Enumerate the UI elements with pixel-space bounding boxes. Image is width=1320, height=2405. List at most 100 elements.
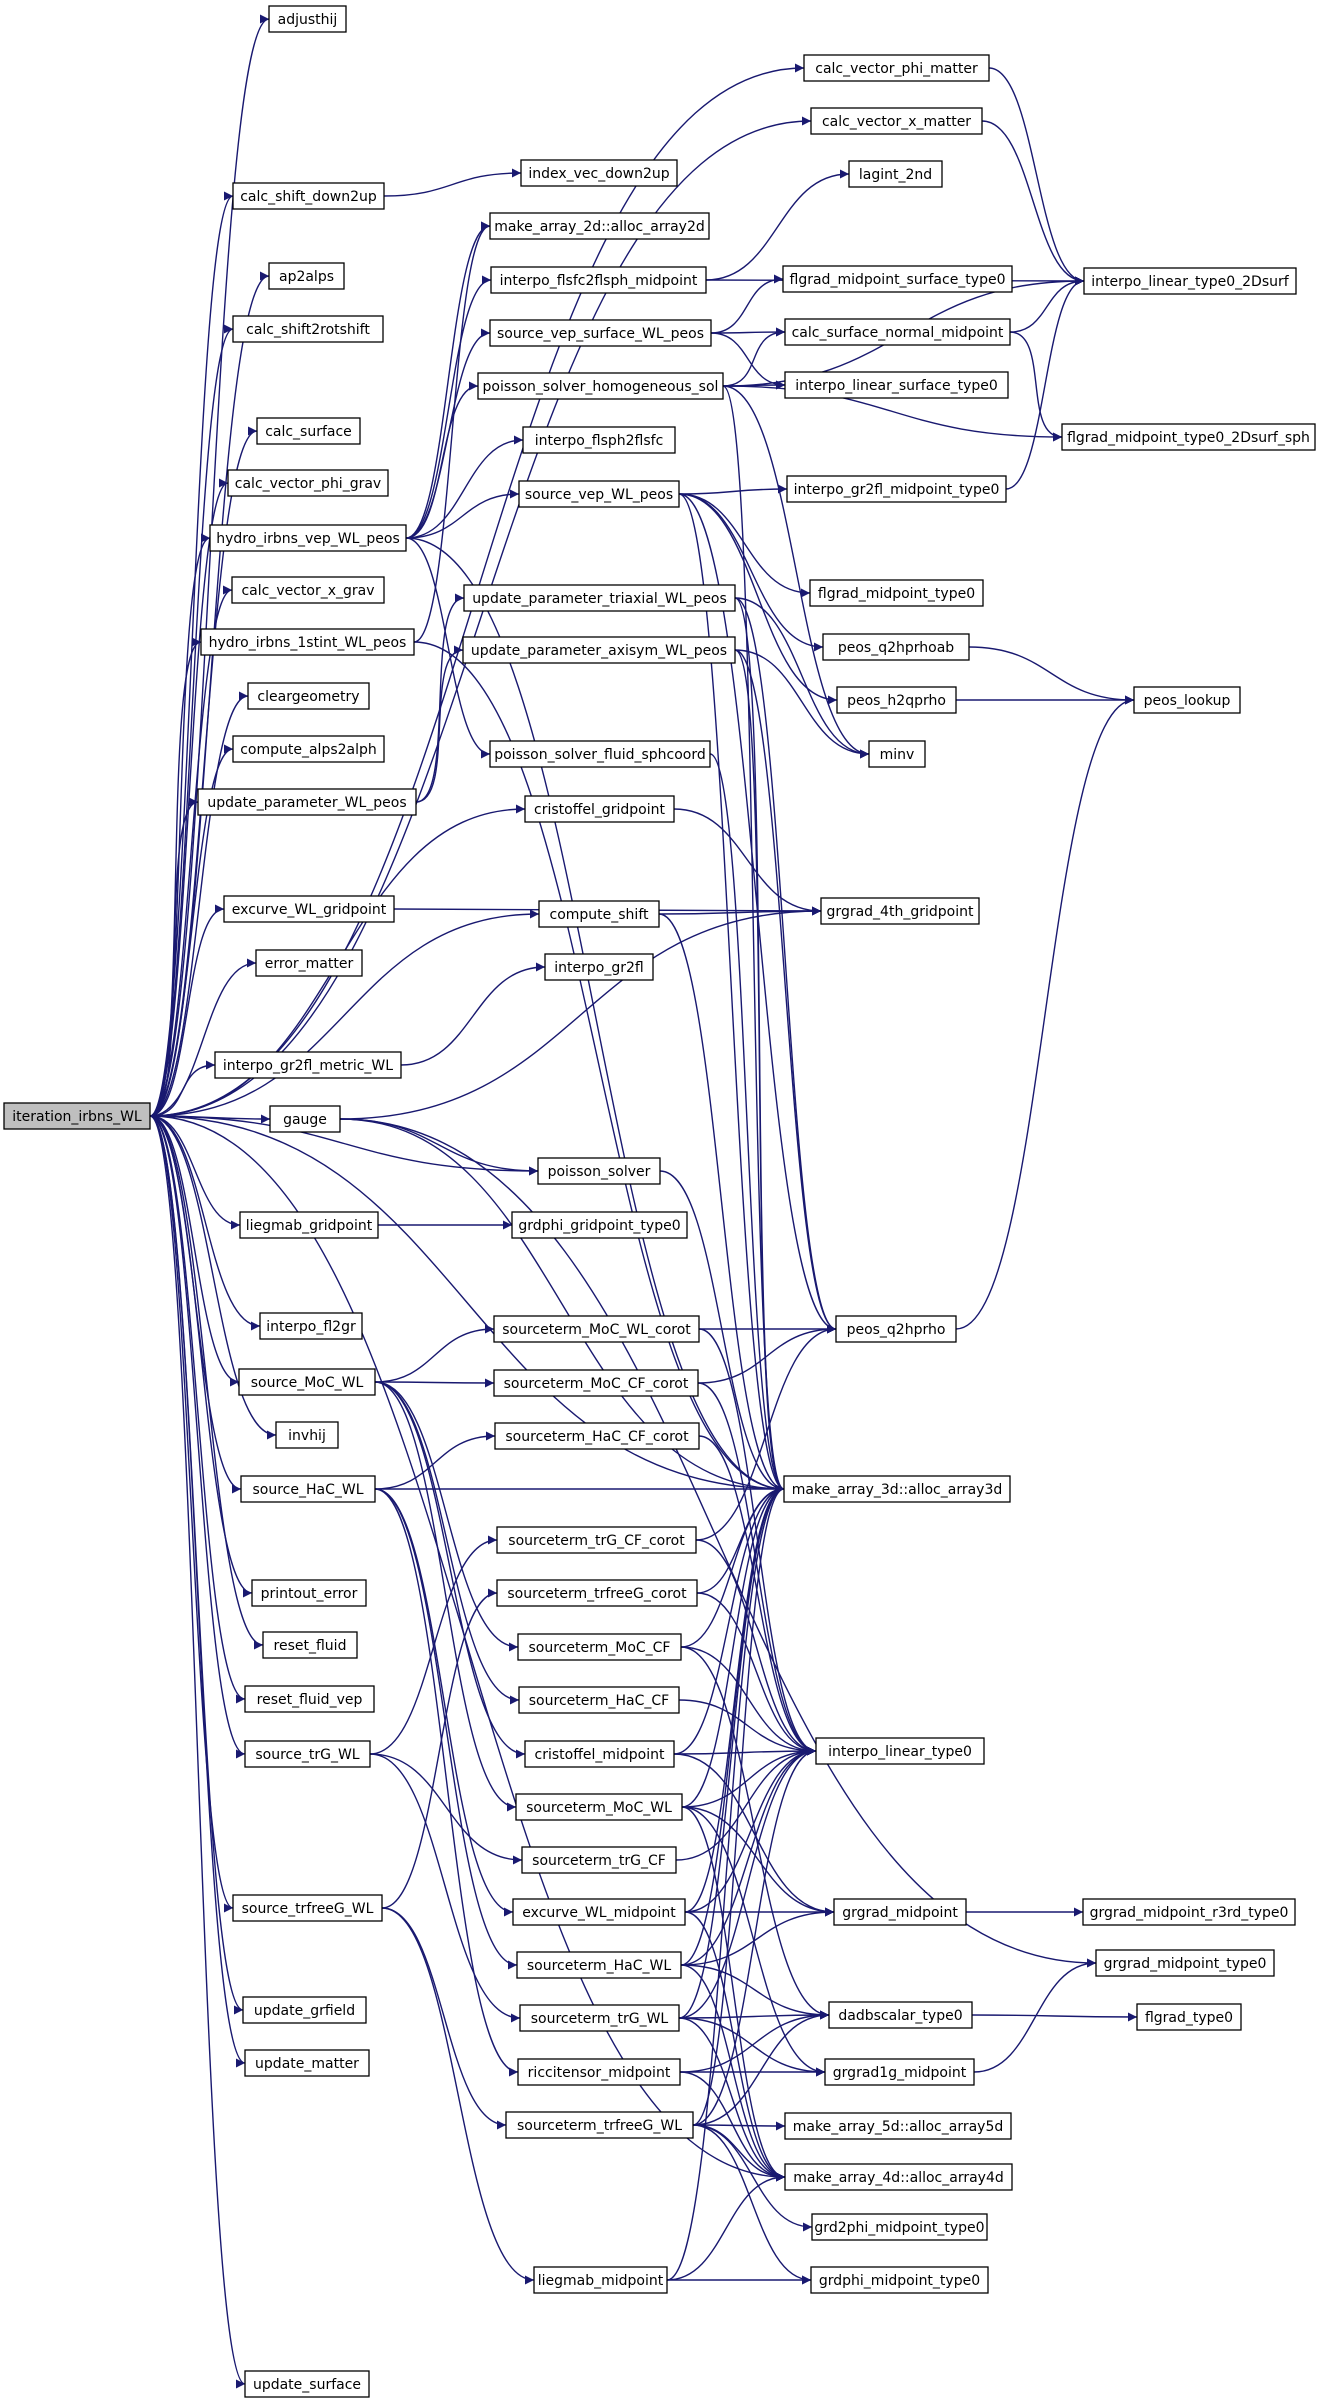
node-interpo-gr2fl-midpoint-type0[interactable]: interpo_gr2fl_midpoint_type0 xyxy=(786,475,1007,503)
node-sourceterm-moc-wl-corot[interactable]: sourceterm_MoC_WL_corot xyxy=(493,1315,700,1343)
node-peos-q2hprho[interactable]: peos_q2hprho xyxy=(835,1315,957,1343)
node-calc-vector-x-matter[interactable]: calc_vector_x_matter xyxy=(810,107,983,135)
node-sourceterm-hac-cf-corot[interactable]: sourceterm_HaC_CF_corot xyxy=(494,1422,700,1450)
node-calc-shift-down2up[interactable]: calc_shift_down2up xyxy=(232,182,385,210)
node-compute-alps2alph[interactable]: compute_alps2alph xyxy=(232,735,385,763)
node-reset-fluid-vep[interactable]: reset_fluid_vep xyxy=(244,1685,375,1713)
node-interpo-gr2fl-metric-wl[interactable]: interpo_gr2fl_metric_WL xyxy=(214,1051,402,1079)
node-ap2alps[interactable]: ap2alps xyxy=(268,262,345,290)
node-index-vec-down2up[interactable]: index_vec_down2up xyxy=(520,159,678,187)
node-poisson-solver-homogeneous-sol[interactable]: poisson_solver_homogeneous_sol xyxy=(477,372,724,400)
node-cleargeometry[interactable]: cleargeometry xyxy=(247,682,370,710)
edge-peos_q2hprhoab-to-peos_lookup xyxy=(968,646,1135,705)
edge-sourceterm_HaC_CF_corot-to-interpo_linear_type0 xyxy=(698,1435,817,1756)
node-gauge[interactable]: gauge xyxy=(269,1105,341,1133)
node-update-grfield[interactable]: update_grfield xyxy=(242,1996,367,2024)
node-calc-surface-normal-midpoint[interactable]: calc_surface_normal_midpoint xyxy=(784,318,1011,346)
node-update-matter[interactable]: update_matter xyxy=(244,2049,370,2077)
node-reset-fluid[interactable]: reset_fluid xyxy=(262,1631,358,1659)
node-sourceterm-moc-cf-corot[interactable]: sourceterm_MoC_CF_corot xyxy=(493,1369,699,1397)
node-cristoffel-midpoint[interactable]: cristoffel_midpoint xyxy=(524,1740,675,1768)
node-grd2phi-midpoint-type0[interactable]: grd2phi_midpoint_type0 xyxy=(811,2213,988,2241)
node-flgrad-midpoint-type0[interactable]: flgrad_midpoint_type0 xyxy=(809,579,984,607)
node-lagint-2nd[interactable]: lagint_2nd xyxy=(848,160,943,188)
node-minv[interactable]: minv xyxy=(868,740,926,768)
node-cristoffel-gridpoint[interactable]: cristoffel_gridpoint xyxy=(524,795,675,823)
node-box xyxy=(810,107,983,135)
node-source-trg-wl[interactable]: source_trG_WL xyxy=(244,1740,371,1768)
node-flgrad-type0[interactable]: flgrad_type0 xyxy=(1136,2003,1242,2031)
node-source-moc-wl[interactable]: source_MoC_WL xyxy=(238,1368,376,1396)
node-source-vep-surface-wl-peos[interactable]: source_vep_surface_WL_peos xyxy=(489,319,712,347)
node-grdphi-midpoint-type0[interactable]: grdphi_midpoint_type0 xyxy=(810,2266,989,2294)
node-make-array-4d-alloc[interactable]: make_array_4d::alloc_array4d xyxy=(784,2163,1013,2191)
node-liegmab-midpoint[interactable]: liegmab_midpoint xyxy=(533,2266,668,2294)
node-update-parameter-axisym-wl-peos[interactable]: update_parameter_axisym_WL_peos xyxy=(462,636,736,664)
node-label: lagint_2nd xyxy=(859,167,932,183)
node-sourceterm-moc-cf[interactable]: sourceterm_MoC_CF xyxy=(517,1633,682,1661)
node-adjusthij[interactable]: adjusthij xyxy=(268,5,347,33)
node-excurve-wl-midpoint[interactable]: excurve_WL_midpoint xyxy=(512,1898,686,1926)
node-flgrad-midpoint-surface-type0[interactable]: flgrad_midpoint_surface_type0 xyxy=(782,265,1013,293)
node-grgrad-midpoint-r3rd-type0[interactable]: grgrad_midpoint_r3rd_type0 xyxy=(1082,1898,1296,1926)
node-hydro-irbns-1stint-wl-peos[interactable]: hydro_irbns_1stint_WL_peos xyxy=(200,628,415,656)
node-calc-vector-x-grav[interactable]: calc_vector_x_grav xyxy=(231,576,385,604)
node-hydro-irbns-vep-wl-peos[interactable]: hydro_irbns_vep_WL_peos xyxy=(209,524,407,552)
node-source-trfreeg-wl[interactable]: source_trfreeG_WL xyxy=(232,1894,383,1922)
edge-hydro_irbns_vep_WL_peos-to-make_array_3d_alloc xyxy=(405,537,785,1494)
node-interpo-fl2gr[interactable]: interpo_fl2gr xyxy=(259,1312,363,1340)
node-interpo-gr2fl[interactable]: interpo_gr2fl xyxy=(544,953,654,981)
node-interpo-flsfc2flsph-midpoint[interactable]: interpo_flsfc2flsph_midpoint xyxy=(490,266,707,294)
node-update-parameter-wl-peos[interactable]: update_parameter_WL_peos xyxy=(197,788,417,816)
node-dadbscalar-type0[interactable]: dadbscalar_type0 xyxy=(828,2001,973,2029)
node-make-array-5d-alloc[interactable]: make_array_5d::alloc_array5d xyxy=(784,2112,1012,2140)
node-interpo-flsph2flsfc[interactable]: interpo_flsph2flsfc xyxy=(522,426,676,454)
node-sourceterm-trg-cf-corot[interactable]: sourceterm_trG_CF_corot xyxy=(496,1526,697,1554)
node-interpo-linear-type0[interactable]: interpo_linear_type0 xyxy=(815,1737,985,1765)
node-make-array-3d-alloc[interactable]: make_array_3d::alloc_array3d xyxy=(783,1475,1011,1503)
node-sourceterm-trfreeg-wl[interactable]: sourceterm_trfreeG_WL xyxy=(505,2111,694,2139)
node-grdphi-gridpoint-type0[interactable]: grdphi_gridpoint_type0 xyxy=(511,1211,688,1239)
node-peos-q2hprhoab[interactable]: peos_q2hprhoab xyxy=(822,633,970,661)
node-liegmab-gridpoint[interactable]: liegmab_gridpoint xyxy=(239,1211,379,1239)
node-peos-lookup[interactable]: peos_lookup xyxy=(1133,686,1241,714)
node-box xyxy=(275,1421,339,1449)
node-grgrad-midpoint[interactable]: grgrad_midpoint xyxy=(833,1898,967,1926)
node-calc-vector-phi-grav[interactable]: calc_vector_phi_grav xyxy=(227,469,389,497)
node-sourceterm-trg-wl[interactable]: sourceterm_trG_WL xyxy=(519,2004,680,2032)
edge-path xyxy=(681,1746,817,1808)
node-riccitensor-midpoint[interactable]: riccitensor_midpoint xyxy=(517,2058,681,2086)
node-error-matter[interactable]: error_matter xyxy=(255,949,363,977)
node-source-hac-wl[interactable]: source_HaC_WL xyxy=(240,1475,376,1503)
node-poisson-solver[interactable]: poisson_solver xyxy=(537,1157,661,1185)
node-sourceterm-moc-wl[interactable]: sourceterm_MoC_WL xyxy=(515,1793,683,1821)
node-update-surface[interactable]: update_surface xyxy=(244,2370,370,2398)
node-grgrad1g-midpoint[interactable]: grgrad1g_midpoint xyxy=(824,2058,975,2086)
node-grgrad-4th-gridpoint[interactable]: grgrad_4th_gridpoint xyxy=(820,897,980,925)
node-source-vep-wl-peos[interactable]: source_vep_WL_peos xyxy=(518,480,680,508)
node-update-parameter-triaxial-wl-peos[interactable]: update_parameter_triaxial_WL_peos xyxy=(463,584,736,612)
node-interpo-linear-type0-2dsurf[interactable]: interpo_linear_type0_2Dsurf xyxy=(1083,267,1297,295)
node-label: source_MoC_WL xyxy=(251,1375,364,1391)
node-grgrad-midpoint-type0[interactable]: grgrad_midpoint_type0 xyxy=(1095,1949,1275,1977)
node-poisson-solver-fluid-sphcoord[interactable]: poisson_solver_fluid_sphcoord xyxy=(489,740,711,768)
node-sourceterm-hac-wl[interactable]: sourceterm_HaC_WL xyxy=(516,1951,682,1979)
node-sourceterm-hac-cf[interactable]: sourceterm_HaC_CF xyxy=(518,1686,680,1714)
node-invhij[interactable]: invhij xyxy=(275,1421,339,1449)
node-peos-h2qprho[interactable]: peos_h2qprho xyxy=(836,686,957,714)
node-compute-shift[interactable]: compute_shift xyxy=(538,900,660,928)
node-iteration-irbns-wl[interactable]: iteration_irbns_WL xyxy=(3,1102,151,1130)
node-label: cleargeometry xyxy=(257,689,359,705)
node-interpo-linear-surface-type0[interactable]: interpo_linear_surface_type0 xyxy=(784,371,1009,399)
node-sourceterm-trg-cf[interactable]: sourceterm_trG_CF xyxy=(521,1846,677,1874)
node-make-array-2d-alloc[interactable]: make_array_2d::alloc_array2d xyxy=(489,212,710,240)
node-sourceterm-trfreeg-corot[interactable]: sourceterm_trfreeG_corot xyxy=(496,1579,698,1607)
node-flgrad-midpoint-type0-2dsurf-sph[interactable]: flgrad_midpoint_type0_2Dsurf_sph xyxy=(1061,423,1316,451)
node-box xyxy=(1061,423,1316,451)
node-calc-shift2rotshift[interactable]: calc_shift2rotshift xyxy=(232,315,384,343)
node-printout-error[interactable]: printout_error xyxy=(251,1579,367,1607)
node-box xyxy=(269,1105,341,1133)
node-calc-surface[interactable]: calc_surface xyxy=(256,417,361,445)
node-calc-vector-phi-matter[interactable]: calc_vector_phi_matter xyxy=(803,54,990,82)
node-excurve-wl-gridpoint[interactable]: excurve_WL_gridpoint xyxy=(223,895,395,923)
